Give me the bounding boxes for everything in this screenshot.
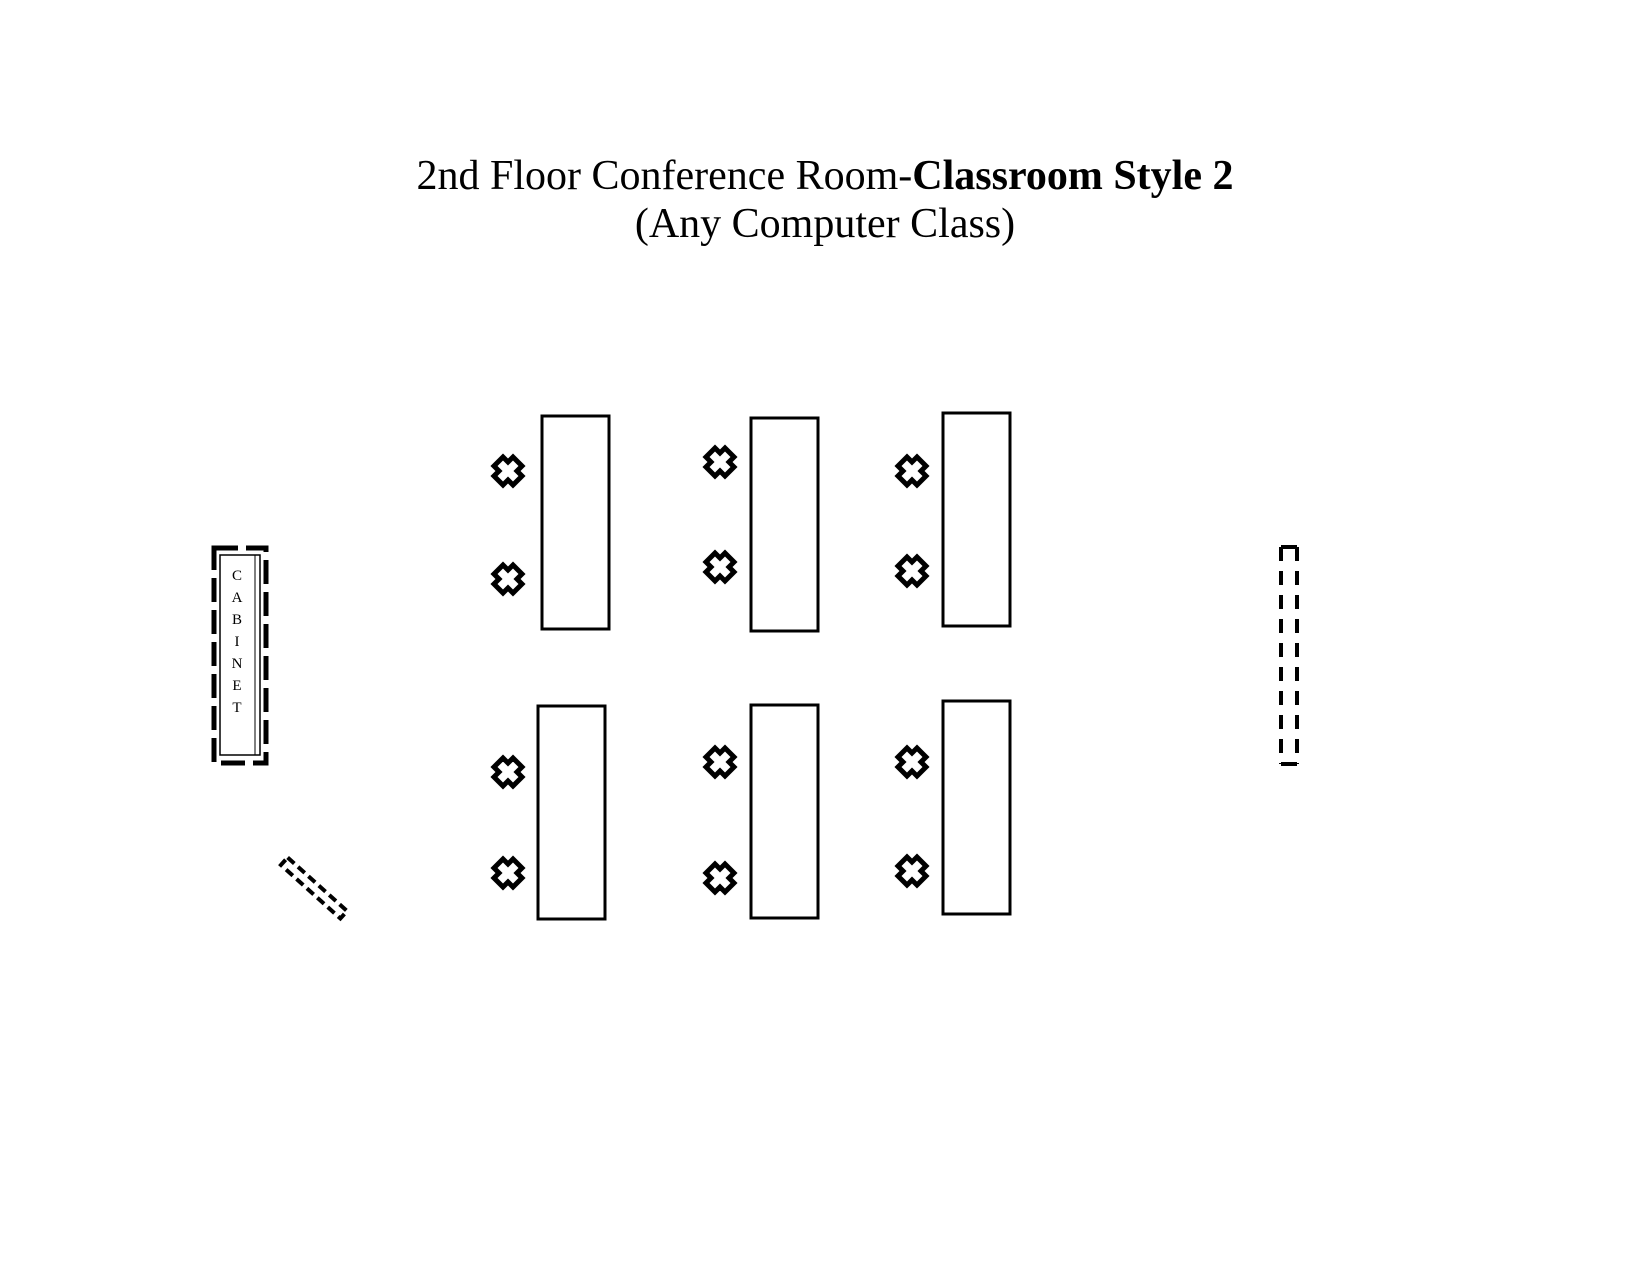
cabinet-letter: E (232, 678, 241, 694)
x-mark-icon (494, 457, 522, 485)
x-mark-icon (898, 557, 926, 585)
cabinet-letter: N (232, 656, 243, 672)
title-prefix: 2nd Floor Conference Room- (416, 153, 913, 199)
x-mark-icon (706, 864, 734, 892)
dashed-screen (1279, 545, 1299, 766)
x-mark-icon (494, 758, 522, 786)
table (941, 411, 1012, 628)
title-style: Classroom Style 2 (912, 153, 1234, 199)
diagram-subtitle: (Any Computer Class) (634, 201, 1016, 247)
x-mark-icon (706, 448, 734, 476)
x-mark-icon (898, 748, 926, 776)
diagram-title: 2nd Floor Conference Room-Classroom Styl… (0, 152, 1650, 200)
table (941, 699, 1012, 916)
x-mark-icon (898, 457, 926, 485)
table (749, 703, 820, 920)
cabinet: C A B I N E T (211, 545, 269, 766)
cabinet-label: C A B I N E T (232, 568, 243, 716)
x-mark-icon (706, 748, 734, 776)
diagonal-dashed-fixture (278, 854, 350, 922)
cabinet-letter: B (232, 612, 242, 628)
cabinet-letter: I (235, 634, 240, 650)
x-mark-icon (706, 553, 734, 581)
table (536, 704, 607, 921)
table (540, 414, 611, 631)
cabinet-letter: T (232, 700, 241, 716)
cabinet-letter: C (232, 568, 242, 584)
cabinet-letter: A (232, 590, 243, 606)
x-mark-icon (494, 565, 522, 593)
table (749, 416, 820, 633)
x-mark-icon (898, 857, 926, 885)
x-mark-icon (494, 859, 522, 887)
